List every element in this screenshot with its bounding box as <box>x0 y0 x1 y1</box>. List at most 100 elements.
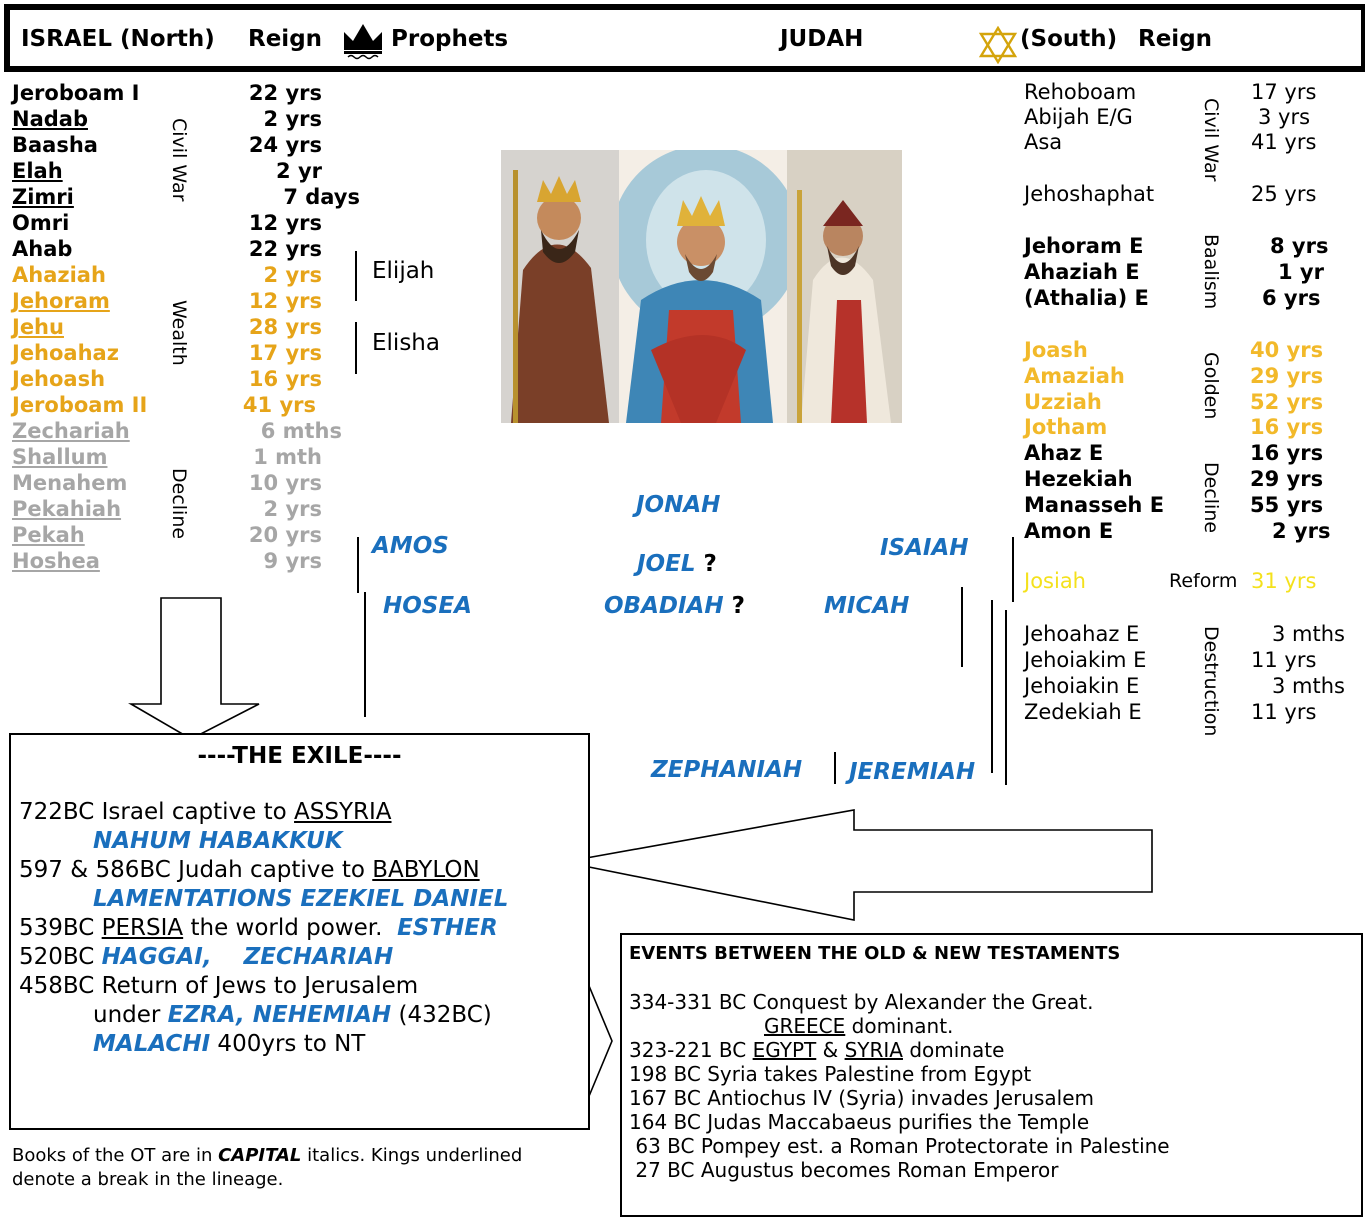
elisha-bracket <box>355 322 357 374</box>
prophet-hosea: HOSEA <box>383 593 472 619</box>
israel-wealth-label: Wealth <box>168 300 190 366</box>
judah-reform-label: Reform <box>1169 570 1238 592</box>
arrow-down-to-exile <box>128 597 260 740</box>
exile-line-assyria: 722BC Israel captive to ASSYRIA <box>19 799 392 825</box>
event-antiochus: 167 BC Antiochus IV (Syria) invades Jeru… <box>629 1086 1095 1110</box>
arrow-left-to-exile <box>563 809 1153 921</box>
exile-box: ----THE EXILE---- 722BC Israel captive t… <box>9 733 590 1130</box>
footnote-line-2: denote a break in the lineage. <box>12 1169 284 1190</box>
isaiah-bracket <box>1012 537 1014 602</box>
exile-line-return: 458BC Return of Jews to Jerusalem <box>19 973 419 999</box>
hosea-bracket <box>364 592 366 717</box>
footnote-line-1: Books of the OT are in CAPITAL italics. … <box>12 1145 523 1166</box>
micah-bracket <box>961 587 963 667</box>
israel-heading: ISRAEL (North) <box>21 26 215 52</box>
event-syria-palestine: 198 BC Syria takes Palestine from Egypt <box>629 1062 1032 1086</box>
event-augustus: 27 BC Augustus becomes Roman Emperor <box>629 1158 1059 1182</box>
judah-south-heading: (South) <box>1020 26 1118 52</box>
prophet-isaiah: ISAIAH <box>880 535 969 561</box>
israel-decline-label: Decline <box>168 468 190 540</box>
israel-reign-heading: Reign <box>248 26 323 52</box>
exile-line-books-lamentations: LAMENTATIONS EZEKIEL DANIEL <box>93 886 509 912</box>
zephaniah-jeremiah-divider <box>834 752 836 784</box>
prophet-micah: MICAH <box>824 593 910 619</box>
judah-reign-heading: Reign <box>1138 26 1213 52</box>
jeremiah-bracket-right <box>1005 610 1007 785</box>
prophet-joel: JOEL ? <box>637 551 717 577</box>
judah-baalism-label: Baalism <box>1200 234 1222 310</box>
star-of-david-icon <box>978 26 1018 64</box>
elijah-label: Elijah <box>372 258 435 284</box>
footnote: Books of the OT are in CAPITAL italics. … <box>12 1144 522 1192</box>
israel-civil-war-label: Civil War <box>168 118 190 202</box>
event-pompey: 63 BC Pompey est. a Roman Protectorate i… <box>629 1134 1170 1158</box>
events-title: EVENTS BETWEEN THE OLD & NEW TESTAMENTS <box>629 943 1121 964</box>
header-bar: ISRAEL (North) Reign Prophets JUDAH (Sou… <box>4 4 1365 72</box>
prophets-heading: Prophets <box>391 26 509 52</box>
jeremiah-bracket-left <box>991 600 993 773</box>
elisha-label: Elisha <box>372 330 440 356</box>
exile-line-haggai: 520BC HAGGAI,ZECHARIAH <box>19 944 394 970</box>
event-maccabaeus: 164 BC Judas Maccabaeus purifies the Tem… <box>629 1110 1090 1134</box>
judah-heading: JUDAH <box>780 26 864 52</box>
judah-decline-label: Decline <box>1200 462 1222 534</box>
exile-line-malachi: MALACHI 400yrs to NT <box>93 1031 366 1057</box>
amos-bracket <box>357 537 359 593</box>
elijah-bracket <box>355 251 357 301</box>
events-box: EVENTS BETWEEN THE OLD & NEW TESTAMENTS … <box>620 933 1363 1217</box>
exile-line-babylon: 597 & 586BC Judah captive to BABYLON <box>19 857 480 883</box>
exile-line-persia: 539BC PERSIA the world power. ESTHER <box>19 915 498 941</box>
exile-line-books-nahum: NAHUM HABAKKUK <box>93 828 343 854</box>
prophet-amos: AMOS <box>372 533 449 559</box>
prophet-zephaniah: ZEPHANIAH <box>651 757 803 783</box>
prophet-jeremiah: JEREMIAH <box>849 759 976 785</box>
judah-destruction-label: Destruction <box>1200 626 1222 737</box>
event-alexander: 334-331 BC Conquest by Alexander the Gre… <box>629 990 1094 1014</box>
three-kings-illustration <box>501 150 902 423</box>
event-greece: GREECE dominant. <box>764 1014 954 1038</box>
crown-icon <box>344 24 382 60</box>
prophet-jonah: JONAH <box>636 492 721 518</box>
judah-golden-label: Golden <box>1200 352 1222 420</box>
event-egypt-syria: 323-221 BC EGYPT & SYRIA dominate <box>629 1038 1005 1062</box>
prophet-obadiah: OBADIAH ? <box>604 593 745 619</box>
